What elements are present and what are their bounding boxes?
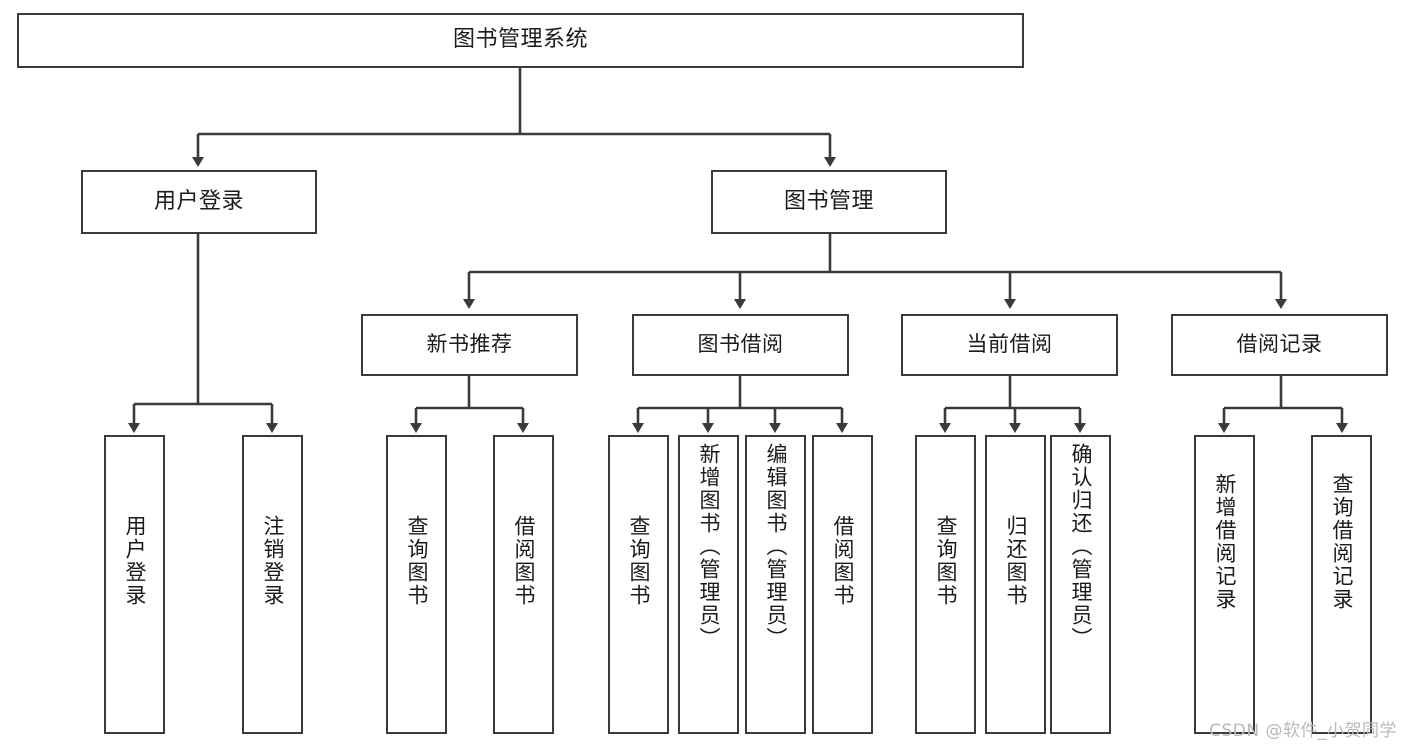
node-user-login[interactable]: 用户登录 xyxy=(81,170,317,234)
node-current-borrow[interactable]: 当前借阅 xyxy=(901,314,1118,376)
leaf-query-book-3[interactable]: 查询图书 xyxy=(915,435,976,734)
node-book-borrow[interactable]: 图书借阅 xyxy=(632,314,849,376)
leaf-query-book-2[interactable]: 查询图书 xyxy=(608,435,669,734)
leaf-confirm-return[interactable]: 确认归还（管理员） xyxy=(1050,435,1111,734)
node-root[interactable]: 图书管理系统 xyxy=(17,13,1024,68)
leaf-query-book-3-label: 查询图书 xyxy=(933,515,958,607)
leaf-user-login-label: 用户登录 xyxy=(122,515,147,607)
node-borrow-record-label: 借阅记录 xyxy=(1236,332,1323,357)
leaf-query-book-2-label: 查询图书 xyxy=(626,515,651,607)
leaf-return-book-label: 归还图书 xyxy=(1003,515,1028,607)
leaf-add-record-label: 新增借阅记录 xyxy=(1212,473,1237,611)
leaf-query-book-1[interactable]: 查询图书 xyxy=(386,435,447,734)
leaf-edit-book[interactable]: 编辑图书（管理员） xyxy=(745,435,806,734)
leaf-edit-book-label: 编辑图书（管理员） xyxy=(763,443,788,650)
node-new-book-recommend[interactable]: 新书推荐 xyxy=(361,314,578,376)
leaf-query-record-label: 查询借阅记录 xyxy=(1329,473,1354,611)
leaf-return-book[interactable]: 归还图书 xyxy=(985,435,1046,734)
leaf-confirm-return-label: 确认归还（管理员） xyxy=(1068,443,1093,650)
node-book-manage-label: 图书管理 xyxy=(783,188,874,214)
node-book-borrow-label: 图书借阅 xyxy=(697,332,784,357)
leaf-borrow-book-2-label: 借阅图书 xyxy=(830,515,855,607)
leaf-query-record[interactable]: 查询借阅记录 xyxy=(1311,435,1372,734)
leaf-logout-login-label: 注销登录 xyxy=(260,515,285,607)
leaf-borrow-book-1-label: 借阅图书 xyxy=(511,515,536,607)
node-current-borrow-label: 当前借阅 xyxy=(966,332,1053,357)
leaf-logout-login[interactable]: 注销登录 xyxy=(242,435,303,734)
node-root-label: 图书管理系统 xyxy=(452,27,588,53)
leaf-query-book-1-label: 查询图书 xyxy=(404,515,429,607)
watermark: CSDN @软件_小贺同学 xyxy=(1209,721,1397,741)
leaf-add-record[interactable]: 新增借阅记录 xyxy=(1194,435,1255,734)
node-book-manage[interactable]: 图书管理 xyxy=(711,170,947,234)
node-user-login-label: 用户登录 xyxy=(153,188,244,214)
leaf-borrow-book-1[interactable]: 借阅图书 xyxy=(493,435,554,734)
leaf-user-login[interactable]: 用户登录 xyxy=(104,435,165,734)
leaf-add-book-label: 新增图书（管理员） xyxy=(696,443,721,650)
leaf-borrow-book-2[interactable]: 借阅图书 xyxy=(812,435,873,734)
leaf-add-book[interactable]: 新增图书（管理员） xyxy=(678,435,739,734)
node-new-book-recommend-label: 新书推荐 xyxy=(426,332,513,357)
node-borrow-record[interactable]: 借阅记录 xyxy=(1171,314,1388,376)
